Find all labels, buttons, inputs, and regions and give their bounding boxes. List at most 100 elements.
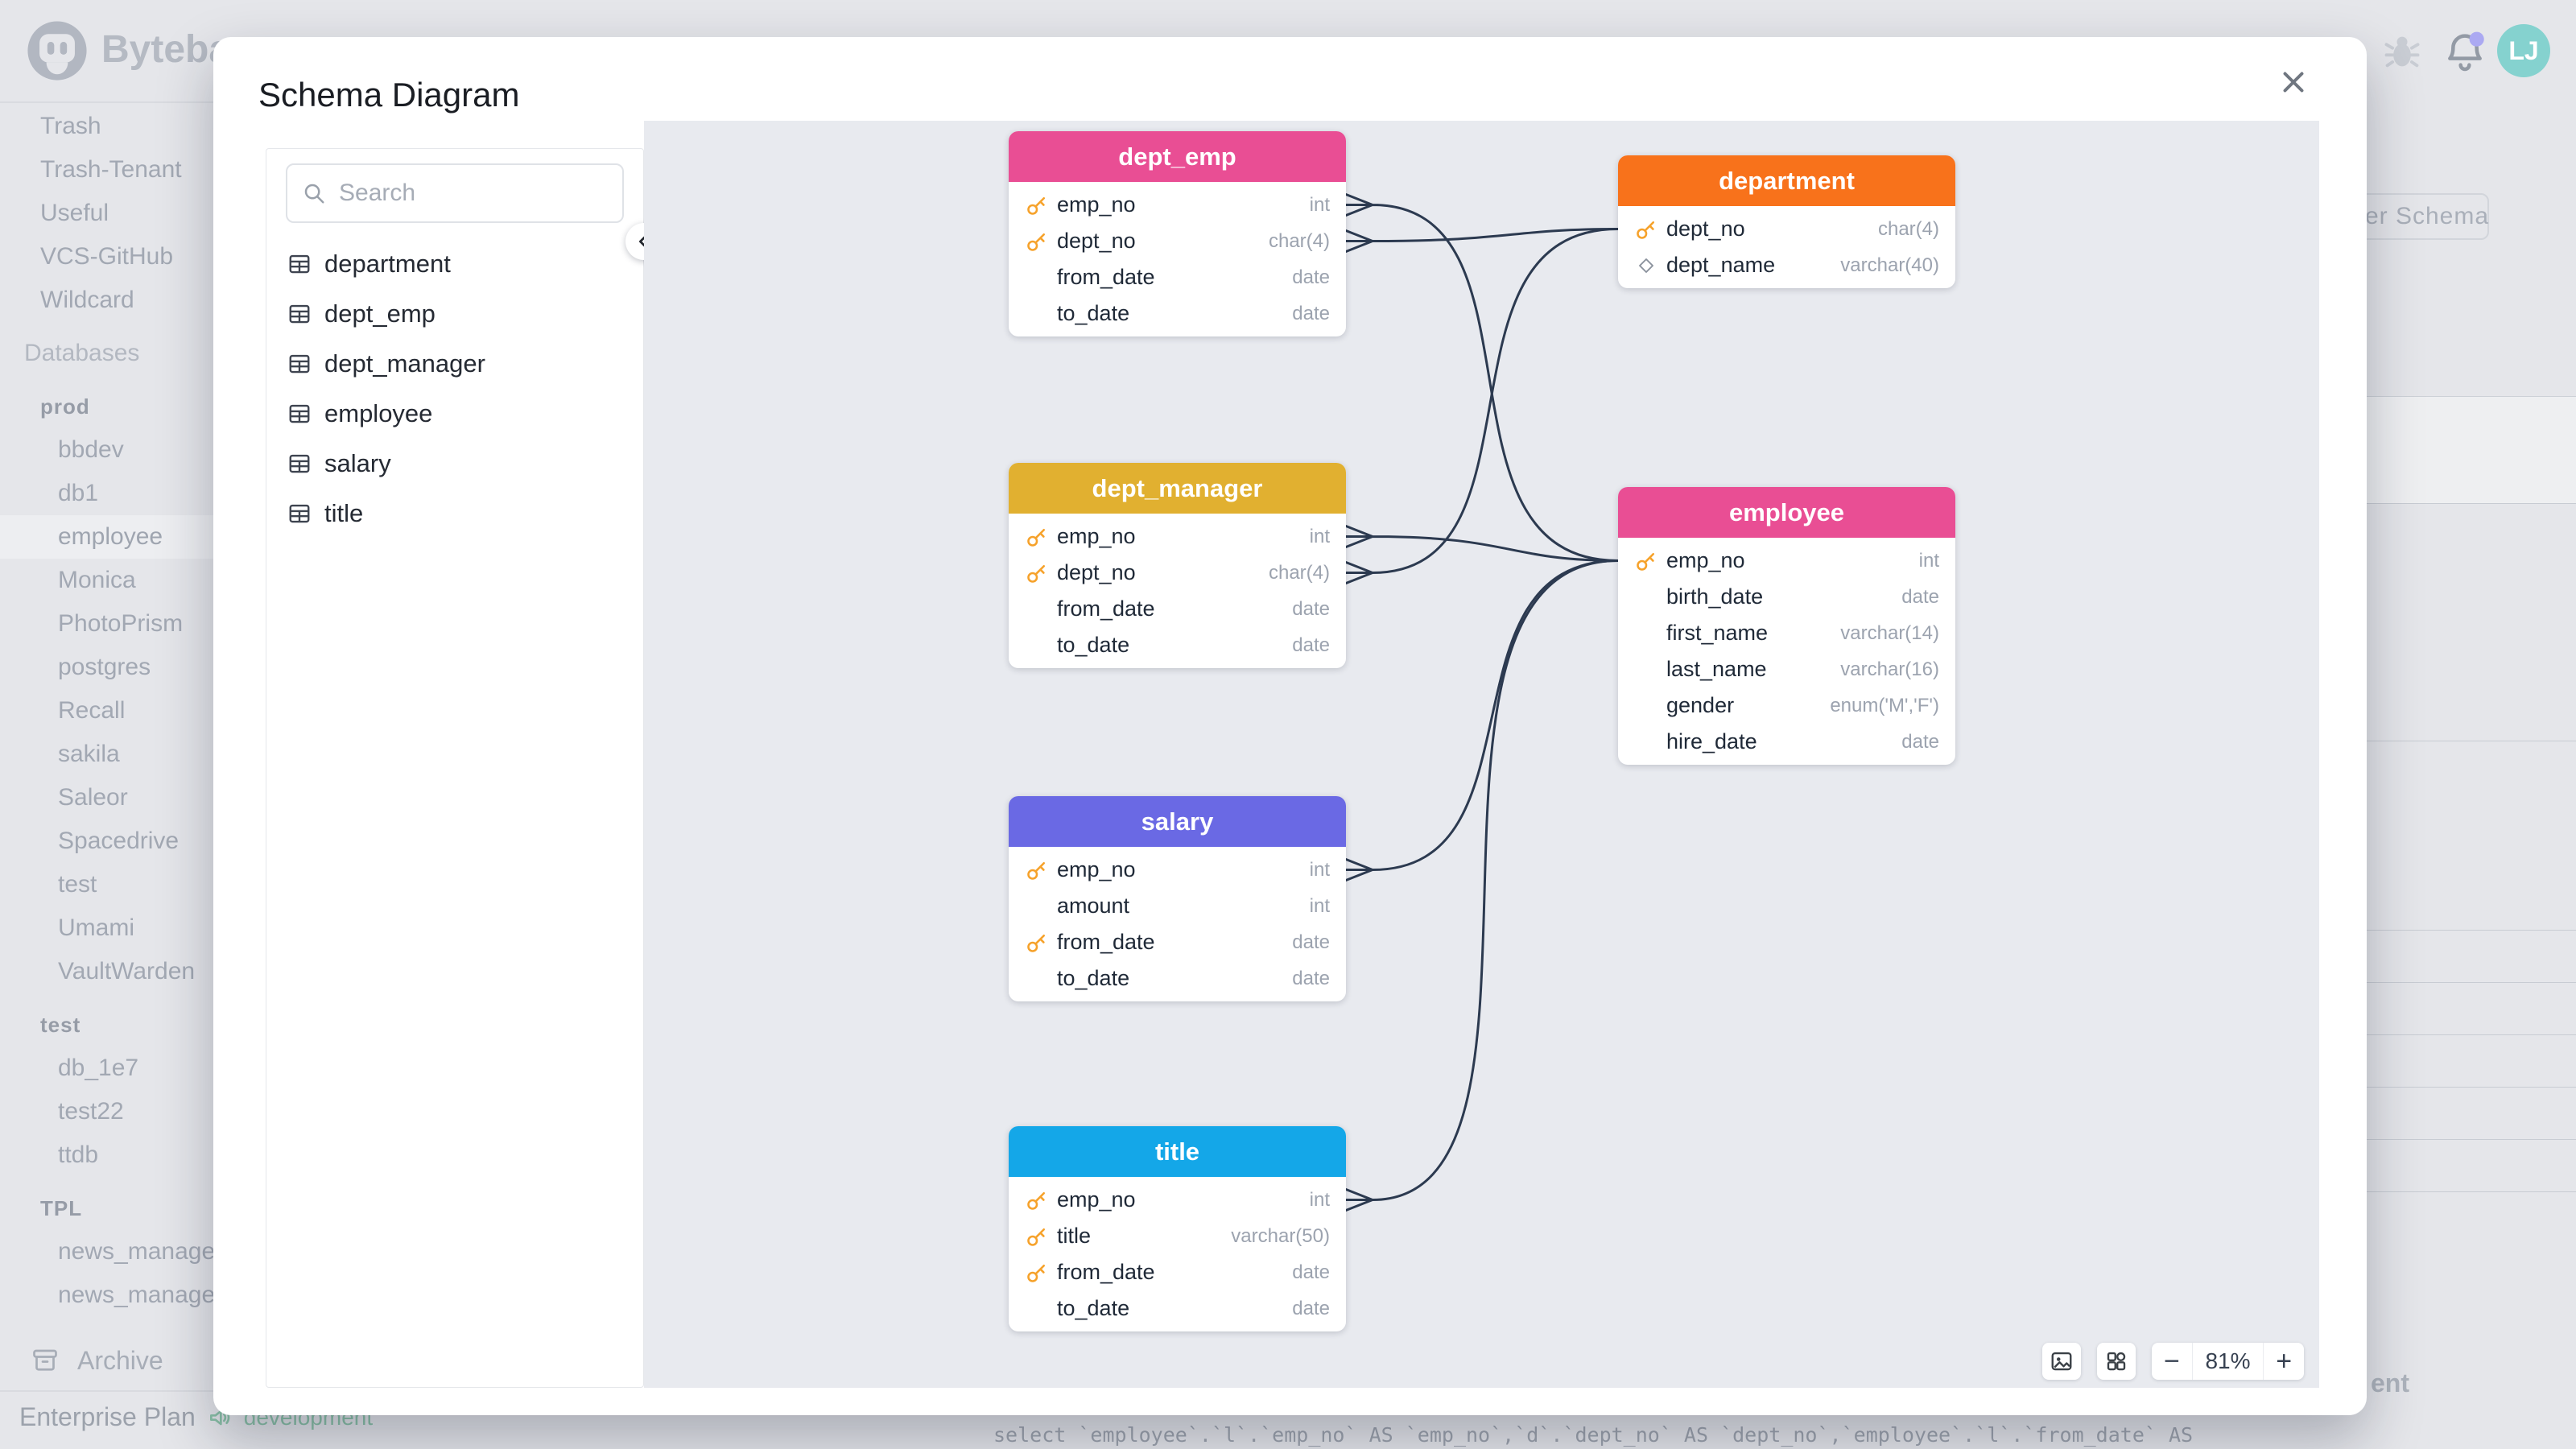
sidebar-item-useful[interactable]: Useful: [40, 200, 109, 226]
sidebar-db-test22[interactable]: test22: [58, 1098, 124, 1125]
sidebar-item-archive[interactable]: Archive: [0, 1338, 419, 1383]
primary-key-icon: [1637, 552, 1655, 571]
edge-salary-to-employee: [1344, 559, 1620, 881]
zoom-out-button[interactable]: −: [2152, 1343, 2193, 1380]
archive-label: Archive: [77, 1345, 163, 1375]
sidebar-db-recall[interactable]: Recall: [58, 697, 126, 724]
close-icon: [2283, 72, 2304, 93]
plan-label: Enterprise Plan: [19, 1402, 196, 1431]
background-table-band: [2367, 396, 2576, 503]
sidebar-env-test[interactable]: test: [40, 1012, 81, 1037]
table-list-item-dept_manager[interactable]: dept_manager: [266, 339, 645, 389]
table-list-item-department[interactable]: department: [266, 239, 645, 289]
background-row-line: [2367, 396, 2576, 397]
bug-icon[interactable]: [2381, 31, 2423, 72]
close-button[interactable]: [2271, 60, 2316, 105]
bell-icon: [2448, 31, 2484, 72]
primary-key-icon: [1637, 221, 1655, 239]
edge-dept_emp-to-employee: [1344, 193, 1620, 562]
table-list-item-title[interactable]: title: [266, 489, 645, 539]
edge-dept_emp-to-department: [1344, 228, 1620, 253]
sidebar-item-trash[interactable]: Trash: [40, 113, 101, 139]
table-list-label: title: [324, 499, 364, 527]
grid-icon: [2107, 1352, 2126, 1371]
sidebar-db-news_manage[interactable]: news_manage: [58, 1282, 216, 1308]
sidebar-item-vcs-github[interactable]: VCS-GitHub: [40, 243, 174, 270]
sidebar-db-spacedrive[interactable]: Spacedrive: [58, 828, 180, 854]
sidebar-db-postgres[interactable]: postgres: [58, 654, 151, 680]
table-list-item-employee[interactable]: employee: [266, 389, 645, 439]
export-image-button[interactable]: [2042, 1343, 2081, 1380]
sidebar-section-databases: Databases: [24, 340, 140, 366]
background-row-line: [2367, 1087, 2576, 1088]
primary-key-icon: [1027, 1264, 1046, 1282]
table-list-label: dept_manager: [324, 349, 485, 378]
sidebar-db-umami[interactable]: Umami: [58, 914, 134, 941]
sidebar-db-sakila[interactable]: sakila: [58, 741, 120, 767]
sidebar-db-test[interactable]: test: [58, 871, 97, 898]
table-icon: [289, 304, 310, 324]
sidebar-db-news_manage[interactable]: news_manage: [58, 1238, 216, 1265]
auto-layout-button[interactable]: [2097, 1343, 2136, 1380]
primary-key-icon: [1027, 934, 1046, 952]
sidebar-db-monica[interactable]: Monica: [58, 567, 136, 593]
avatar[interactable]: LJ: [2497, 24, 2550, 77]
sidebar-db-vaultwarden[interactable]: VaultWarden: [58, 958, 196, 985]
search-input[interactable]: [337, 179, 608, 208]
relationship-edges: [1344, 193, 1620, 1212]
node-title: title: [1009, 1126, 1346, 1177]
edge-dept_manager-to-department: [1344, 228, 1620, 584]
schema-diagram-modal: Schema Diagram departmentdept_empdept_ma…: [213, 37, 2367, 1415]
zoom-in-button[interactable]: +: [2263, 1343, 2304, 1380]
background-text-fragment: ent: [2371, 1368, 2409, 1397]
sidebar-db-ttdb[interactable]: ttdb: [58, 1141, 99, 1168]
notifications-button[interactable]: [2439, 27, 2491, 79]
avatar-initials: LJ: [2508, 35, 2539, 65]
table-list-label: employee: [324, 399, 433, 427]
table-list-item-salary[interactable]: salary: [266, 439, 645, 489]
search-box[interactable]: [286, 163, 624, 223]
sidebar-env-prod[interactable]: prod: [40, 394, 90, 419]
sidebar-db-db1[interactable]: db1: [58, 480, 99, 506]
image-icon: [2051, 1352, 2072, 1371]
sidebar-env-TPL[interactable]: TPL: [40, 1195, 83, 1220]
edge-title-to-employee: [1344, 559, 1620, 1212]
sidebar-db-photoprism[interactable]: PhotoPrism: [58, 610, 184, 637]
zoom-level: 81%: [2205, 1348, 2251, 1373]
primary-key-icon: [1027, 196, 1046, 215]
sidebar-db-saleor[interactable]: Saleor: [58, 784, 128, 811]
sidebar-item-trash-tenant[interactable]: Trash-Tenant: [40, 156, 182, 183]
node-title: department: [1618, 155, 1955, 206]
sidebar-item-wildcard[interactable]: Wildcard: [40, 287, 134, 313]
sidebar-db-db_1e7[interactable]: db_1e7: [58, 1055, 139, 1081]
sidebar-db-bbdev[interactable]: bbdev: [58, 436, 124, 463]
search-icon: [304, 184, 324, 204]
table-list-label: salary: [324, 449, 391, 477]
sidebar-top-divider: [0, 101, 419, 103]
table-list-item-dept_emp[interactable]: dept_emp: [266, 289, 645, 339]
